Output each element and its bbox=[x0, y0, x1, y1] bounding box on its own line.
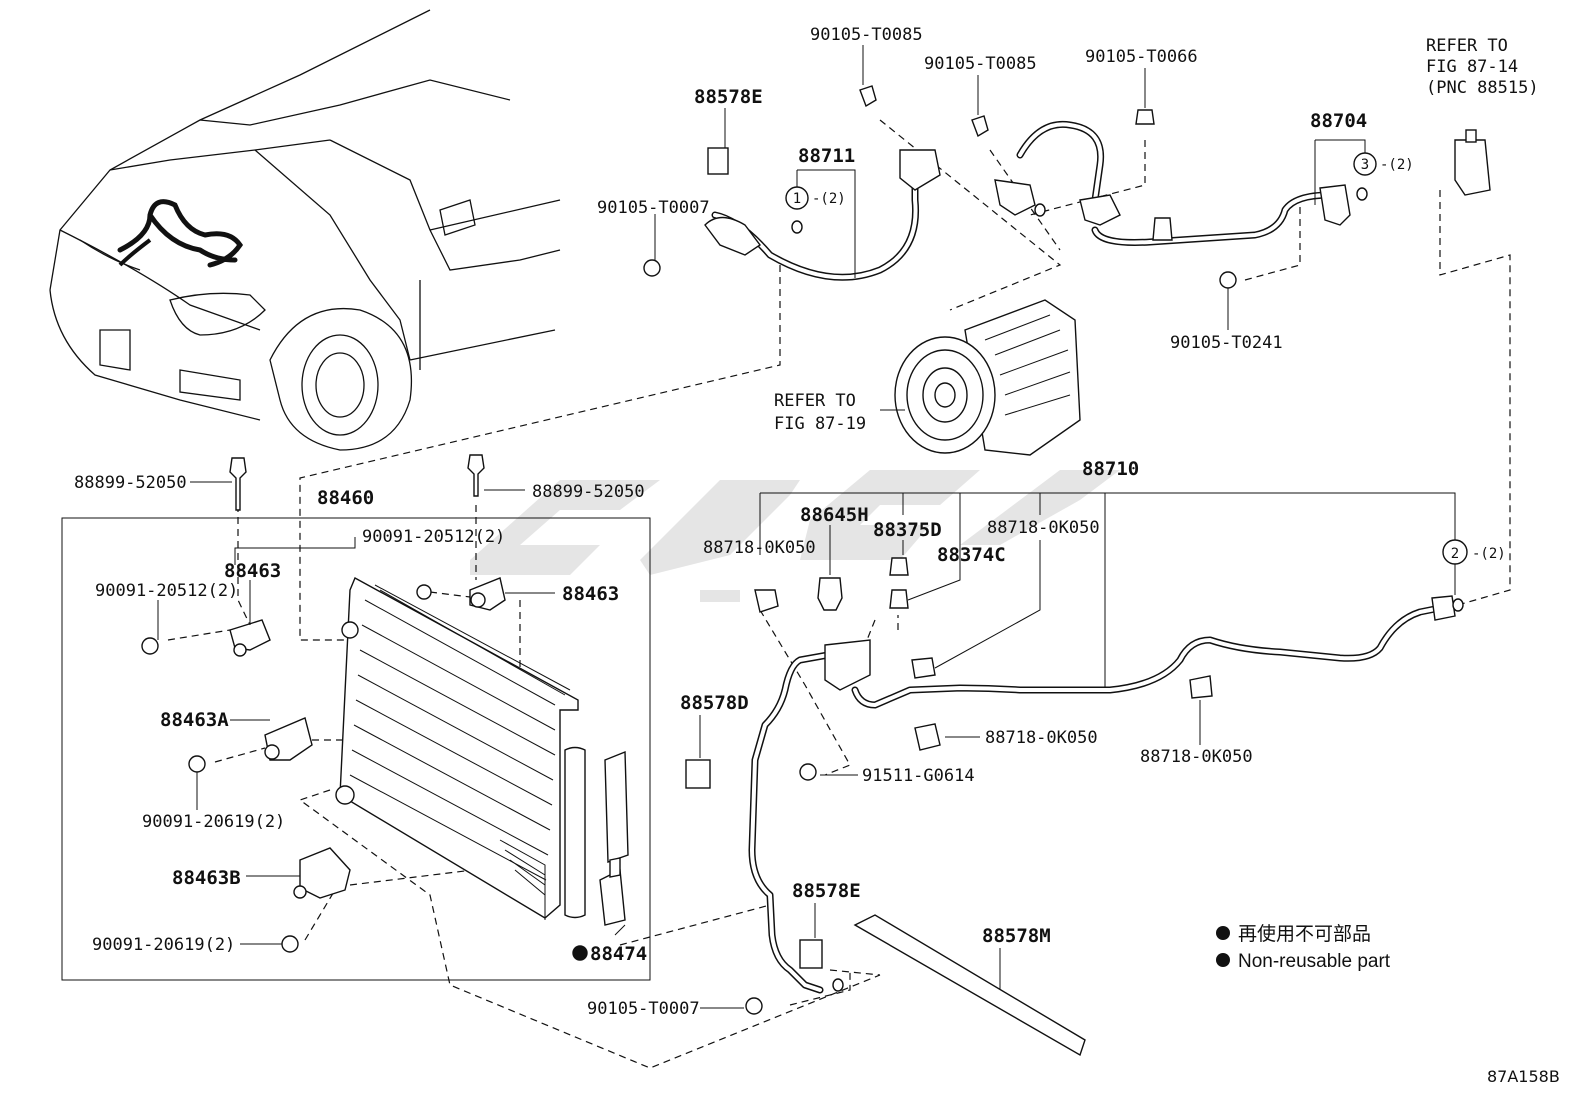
bolt-90105-T0085-b bbox=[971, 115, 989, 138]
label-refer-87-14-line3: (PNC 88515) bbox=[1426, 78, 1539, 98]
leader-lines bbox=[157, 45, 1456, 1009]
svg-text:3: 3 bbox=[1361, 157, 1369, 173]
bolt-90091-20512-left bbox=[141, 637, 159, 655]
label-88704: 88704 bbox=[1310, 110, 1367, 132]
label-88899-52050-b: 88899-52050 bbox=[532, 482, 645, 502]
label-90091-20512-left: 90091-20512(2) bbox=[95, 581, 238, 601]
label-88578M: 88578M bbox=[982, 925, 1051, 947]
bolt-90105-T0085-a bbox=[859, 85, 877, 108]
label-88718-0K050-a: 88718-0K050 bbox=[703, 538, 816, 558]
condenser-brackets bbox=[229, 577, 506, 899]
legend: 再使用不可部品 Non-reusable part bbox=[1216, 923, 1391, 972]
bolt-88899-a bbox=[229, 457, 247, 511]
legend-english: Non-reusable part bbox=[1238, 951, 1391, 972]
bolt-90105-T0007-top bbox=[643, 259, 661, 277]
label-88578E-bottom: 88578E bbox=[792, 880, 861, 902]
label-88711: 88711 bbox=[798, 145, 855, 167]
label-90105-T0007-top: 90105-T0007 bbox=[597, 198, 710, 218]
label-90105-T0085-a: 90105-T0085 bbox=[810, 25, 923, 45]
bolt-90091-20619-b bbox=[281, 935, 299, 953]
svg-text:-(2): -(2) bbox=[1380, 157, 1414, 173]
svg-text:1: 1 bbox=[793, 191, 801, 207]
circled-ref-2: 2 -(2) bbox=[1442, 539, 1506, 565]
block-88578M bbox=[853, 914, 1086, 1057]
label-90091-20619-b: 90091-20619(2) bbox=[92, 935, 235, 955]
legend-marker-2 bbox=[1216, 953, 1230, 967]
label-88374C: 88374C bbox=[937, 544, 1006, 566]
legend-japanese: 再使用不可部品 bbox=[1238, 923, 1371, 945]
label-88899-52050-a: 88899-52050 bbox=[74, 473, 187, 493]
label-88375D: 88375D bbox=[873, 519, 942, 541]
label-88474: 88474 bbox=[590, 943, 647, 965]
svg-text:2: 2 bbox=[1451, 546, 1459, 562]
label-90091-20512-top: 90091-20512(2) bbox=[362, 527, 505, 547]
label-88460: 88460 bbox=[317, 487, 374, 509]
hose-88711 bbox=[704, 149, 941, 281]
condenser-group-box bbox=[61, 517, 651, 981]
label-90105-T0066: 90105-T0066 bbox=[1085, 47, 1198, 67]
pipe-88704 bbox=[1091, 184, 1351, 246]
pipe-88710 bbox=[748, 595, 1456, 994]
o-rings bbox=[791, 187, 1464, 992]
block-88578E-top bbox=[707, 147, 729, 175]
label-90105-T0007-bottom: 90105-T0007 bbox=[587, 999, 700, 1019]
label-88578D: 88578D bbox=[680, 692, 749, 714]
label-88463-right: 88463 bbox=[562, 583, 619, 605]
label-refer-87-14-line2: FIG 87-14 bbox=[1426, 57, 1518, 77]
switches-and-clips bbox=[754, 557, 1213, 751]
legend-marker-1 bbox=[1216, 926, 1230, 940]
label-88718-0K050-c: 88718-0K050 bbox=[985, 728, 1098, 748]
block-88578D bbox=[685, 759, 711, 789]
label-90105-T0241: 90105-T0241 bbox=[1170, 333, 1283, 353]
part-labels: 88578E 88711 90105-T0007 90105-T0085 901… bbox=[74, 25, 1539, 1019]
bolts bbox=[141, 85, 1237, 1015]
label-88710: 88710 bbox=[1082, 458, 1139, 480]
discharge-hose bbox=[994, 120, 1121, 226]
compressor bbox=[894, 299, 1081, 456]
label-refer-87-14-line1: REFER TO bbox=[1426, 36, 1508, 56]
label-90105-T0085-b: 90105-T0085 bbox=[924, 54, 1037, 74]
bolt-91511-G0614 bbox=[799, 763, 817, 781]
label-88718-0K050-d: 88718-0K050 bbox=[1140, 747, 1253, 767]
condenser bbox=[335, 577, 629, 926]
label-88463A: 88463A bbox=[160, 709, 229, 731]
expansion-valve bbox=[1454, 139, 1491, 196]
label-refer-87-19-line1: REFER TO bbox=[774, 391, 856, 411]
circled-ref-1: 1 -(2) bbox=[785, 186, 846, 210]
label-91511-G0614: 91511-G0614 bbox=[862, 766, 975, 786]
label-88718-0K050-b: 88718-0K050 bbox=[987, 518, 1100, 538]
label-refer-87-19-line2: FIG 87-19 bbox=[774, 414, 866, 434]
svg-text:-(2): -(2) bbox=[812, 191, 846, 207]
expansion-valve-top bbox=[1465, 129, 1477, 143]
bolt-90105-T0241 bbox=[1219, 271, 1237, 289]
label-88645H: 88645H bbox=[800, 504, 869, 526]
bolt-90105-T0007-bottom bbox=[745, 997, 763, 1015]
bolt-90105-T0066 bbox=[1135, 109, 1155, 125]
circled-ref-3: 3 -(2) bbox=[1353, 152, 1414, 176]
block-88578E-bottom bbox=[799, 939, 823, 969]
bolt-90091-20512-top bbox=[416, 584, 432, 600]
svg-text:-(2): -(2) bbox=[1472, 546, 1506, 562]
label-88578E-top: 88578E bbox=[694, 86, 763, 108]
bolt-90091-20619-a bbox=[188, 755, 206, 773]
label-88463B: 88463B bbox=[172, 867, 241, 889]
bolt-88899-b bbox=[467, 454, 485, 497]
label-88463-left: 88463 bbox=[224, 560, 281, 582]
car-illustration bbox=[49, 9, 561, 451]
non-reusable-marker-88474 bbox=[572, 945, 588, 961]
label-90091-20619-a: 90091-20619(2) bbox=[142, 812, 285, 832]
figure-code: 87A158B bbox=[1487, 1067, 1560, 1086]
